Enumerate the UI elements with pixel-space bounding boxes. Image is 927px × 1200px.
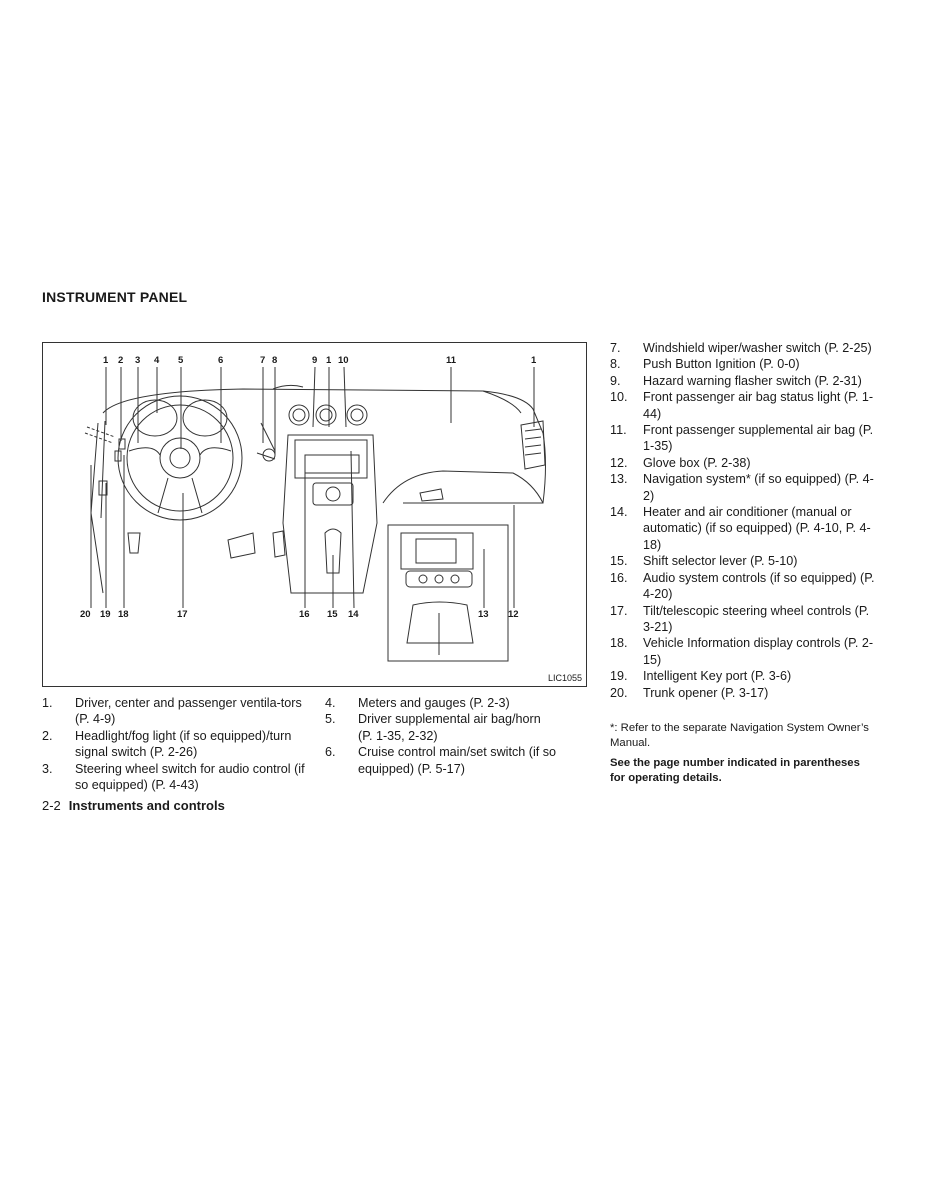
item-number: 10. (610, 390, 628, 405)
item-number: 20. (610, 685, 628, 700)
item-text: Glove box (P. 2-38) (643, 455, 751, 470)
item-text: Driver, center and passenger ventila-tor… (75, 696, 302, 727)
list-item: 5. Driver supplemental air bag/horn (P. 1… (325, 711, 557, 744)
list-item: 15. Shift selector lever (P. 5-10) (610, 553, 880, 569)
item-text: Cruise control main/set switch (if so eq… (358, 745, 557, 776)
list-item: 13. Navigation system* (if so equipped) (… (610, 471, 880, 504)
callout-1: 1 (103, 355, 109, 366)
item-number: 16. (610, 570, 628, 585)
item-text: Front passenger supplemental air bag (P.… (643, 423, 874, 454)
item-number: 5. (325, 712, 336, 727)
footer-section-title: Instruments and controls (68, 798, 225, 813)
callout-19: 19 (100, 609, 111, 620)
item-text: Trunk opener (P. 3-17) (643, 685, 769, 700)
item-text: Audio system controls (if so equipped) (… (643, 570, 875, 602)
item-list-col2: 4. Meters and gauges (P. 2-3) 5. Driver su… (325, 695, 557, 777)
callout-14: 14 (348, 609, 359, 620)
callout-10: 10 (338, 355, 349, 366)
callout-2: 2 (118, 355, 124, 366)
list-item: 3. Steering wheel switch for audio contro… (42, 761, 310, 794)
list-item: 9. Hazard warning flasher switch (P. 2-31… (610, 373, 880, 389)
item-text: Headlight/fog light (if so equipped)/tur… (75, 728, 292, 760)
callout-7: 7 (260, 355, 266, 366)
callout-1c: 1 (531, 355, 537, 366)
callout-20: 20 (80, 609, 91, 620)
list-item: 1. Driver, center and passenger ventila-t… (42, 695, 310, 728)
list-item: 6. Cruise control main/set switch (if so … (325, 744, 557, 777)
item-text: Hazard warning flasher switch (P. 2-31) (643, 373, 862, 388)
callout-4: 4 (154, 355, 160, 366)
item-number: 18. (610, 636, 628, 651)
list-item: 10. Front passenger air bag status light … (610, 389, 880, 422)
list-item: 2. Headlight/fog light (if so equipped)/t… (42, 728, 310, 761)
list-item: 14. Heater and air conditioner (manual or… (610, 504, 880, 553)
item-list-col3: 7. Windshield wiper/washer switch (P. 2-2… (610, 340, 880, 701)
item-number: 7. (610, 341, 621, 355)
item-number: 3. (42, 761, 53, 776)
callout-11: 11 (446, 355, 457, 366)
callout-3: 3 (135, 355, 141, 366)
section-title: INSTRUMENT PANEL (42, 289, 188, 305)
item-number: 1. (42, 696, 53, 710)
callout-13: 13 (478, 609, 489, 620)
item-text: Heater and air conditioner (manual or au… (643, 505, 871, 552)
item-number: 4. (325, 696, 336, 710)
see-note: See the page number indicated in parenth… (610, 757, 860, 784)
list-item: 20. Trunk opener (P. 3-17) (610, 685, 880, 701)
item-number: 8. (610, 357, 621, 372)
item-text: Steering wheel switch for audio control … (75, 761, 305, 793)
item-number: 12. (610, 455, 628, 470)
list-item: 7. Windshield wiper/washer switch (P. 2-2… (610, 340, 880, 356)
item-number: 14. (610, 505, 628, 520)
page-footer: 2-2 Instruments and controls (42, 798, 225, 813)
item-text: Front passenger air bag status light (P.… (643, 390, 874, 421)
list-item: 11. Front passenger supplemental air bag … (610, 422, 880, 455)
callout-9: 9 (312, 355, 318, 366)
item-number: 2. (42, 728, 53, 743)
figure-code: LIC1055 (547, 673, 582, 683)
list-item: 17. Tilt/telescopic steering wheel contro… (610, 603, 880, 636)
item-number: 19. (610, 669, 628, 684)
list-item: 18. Vehicle Information display controls … (610, 635, 880, 668)
item-number: 11. (610, 423, 627, 438)
list-item: 19. Intelligent Key port (P. 3-6) (610, 668, 880, 684)
item-text: Windshield wiper/washer switch (P. 2-25) (643, 341, 872, 355)
callout-8: 8 (272, 355, 278, 366)
callout-18: 18 (118, 609, 129, 620)
page-number: 2-2 (42, 798, 61, 813)
item-text: Shift selector lever (P. 5-10) (643, 554, 798, 569)
callout-16: 16 (299, 609, 310, 620)
list-item: 16. Audio system controls (if so equipped… (610, 570, 880, 603)
list-item: 8. Push Button Ignition (P. 0-0) (610, 356, 880, 372)
item-text: Navigation system* (if so equipped) (P. … (643, 472, 874, 503)
item-text: Driver supplemental air bag/horn (P. 1-3… (358, 712, 541, 743)
callout-6: 6 (218, 355, 224, 366)
item-list-col1: 1. Driver, center and passenger ventila-t… (42, 695, 310, 793)
item-text: Intelligent Key port (P. 3-6) (643, 669, 792, 684)
callout-5: 5 (178, 355, 184, 366)
item-text: Tilt/telescopic steering wheel controls … (643, 603, 870, 634)
item-number: 17. (610, 603, 628, 618)
item-text: Meters and gauges (P. 2-3) (358, 696, 510, 710)
instrument-panel-drawing (84, 366, 546, 662)
callout-1b: 1 (326, 355, 332, 366)
item-number: 15. (610, 554, 628, 569)
item-text: Vehicle Information display controls (P.… (643, 636, 874, 667)
item-number: 13. (610, 472, 628, 487)
item-number: 9. (610, 373, 621, 388)
item-text: Push Button Ignition (P. 0-0) (643, 357, 800, 372)
item-number: 6. (325, 745, 336, 760)
callout-15: 15 (327, 609, 338, 620)
list-item: 4. Meters and gauges (P. 2-3) (325, 695, 557, 711)
callout-17: 17 (177, 609, 188, 620)
list-item: 12. Glove box (P. 2-38) (610, 455, 880, 471)
callout-12: 12 (508, 609, 519, 620)
instrument-panel-figure: 1 2 3 4 5 6 7 8 9 1 10 11 1 20 19 18 17 … (42, 342, 587, 687)
footnote: *: Refer to the separate Navigation Syst… (610, 722, 869, 749)
